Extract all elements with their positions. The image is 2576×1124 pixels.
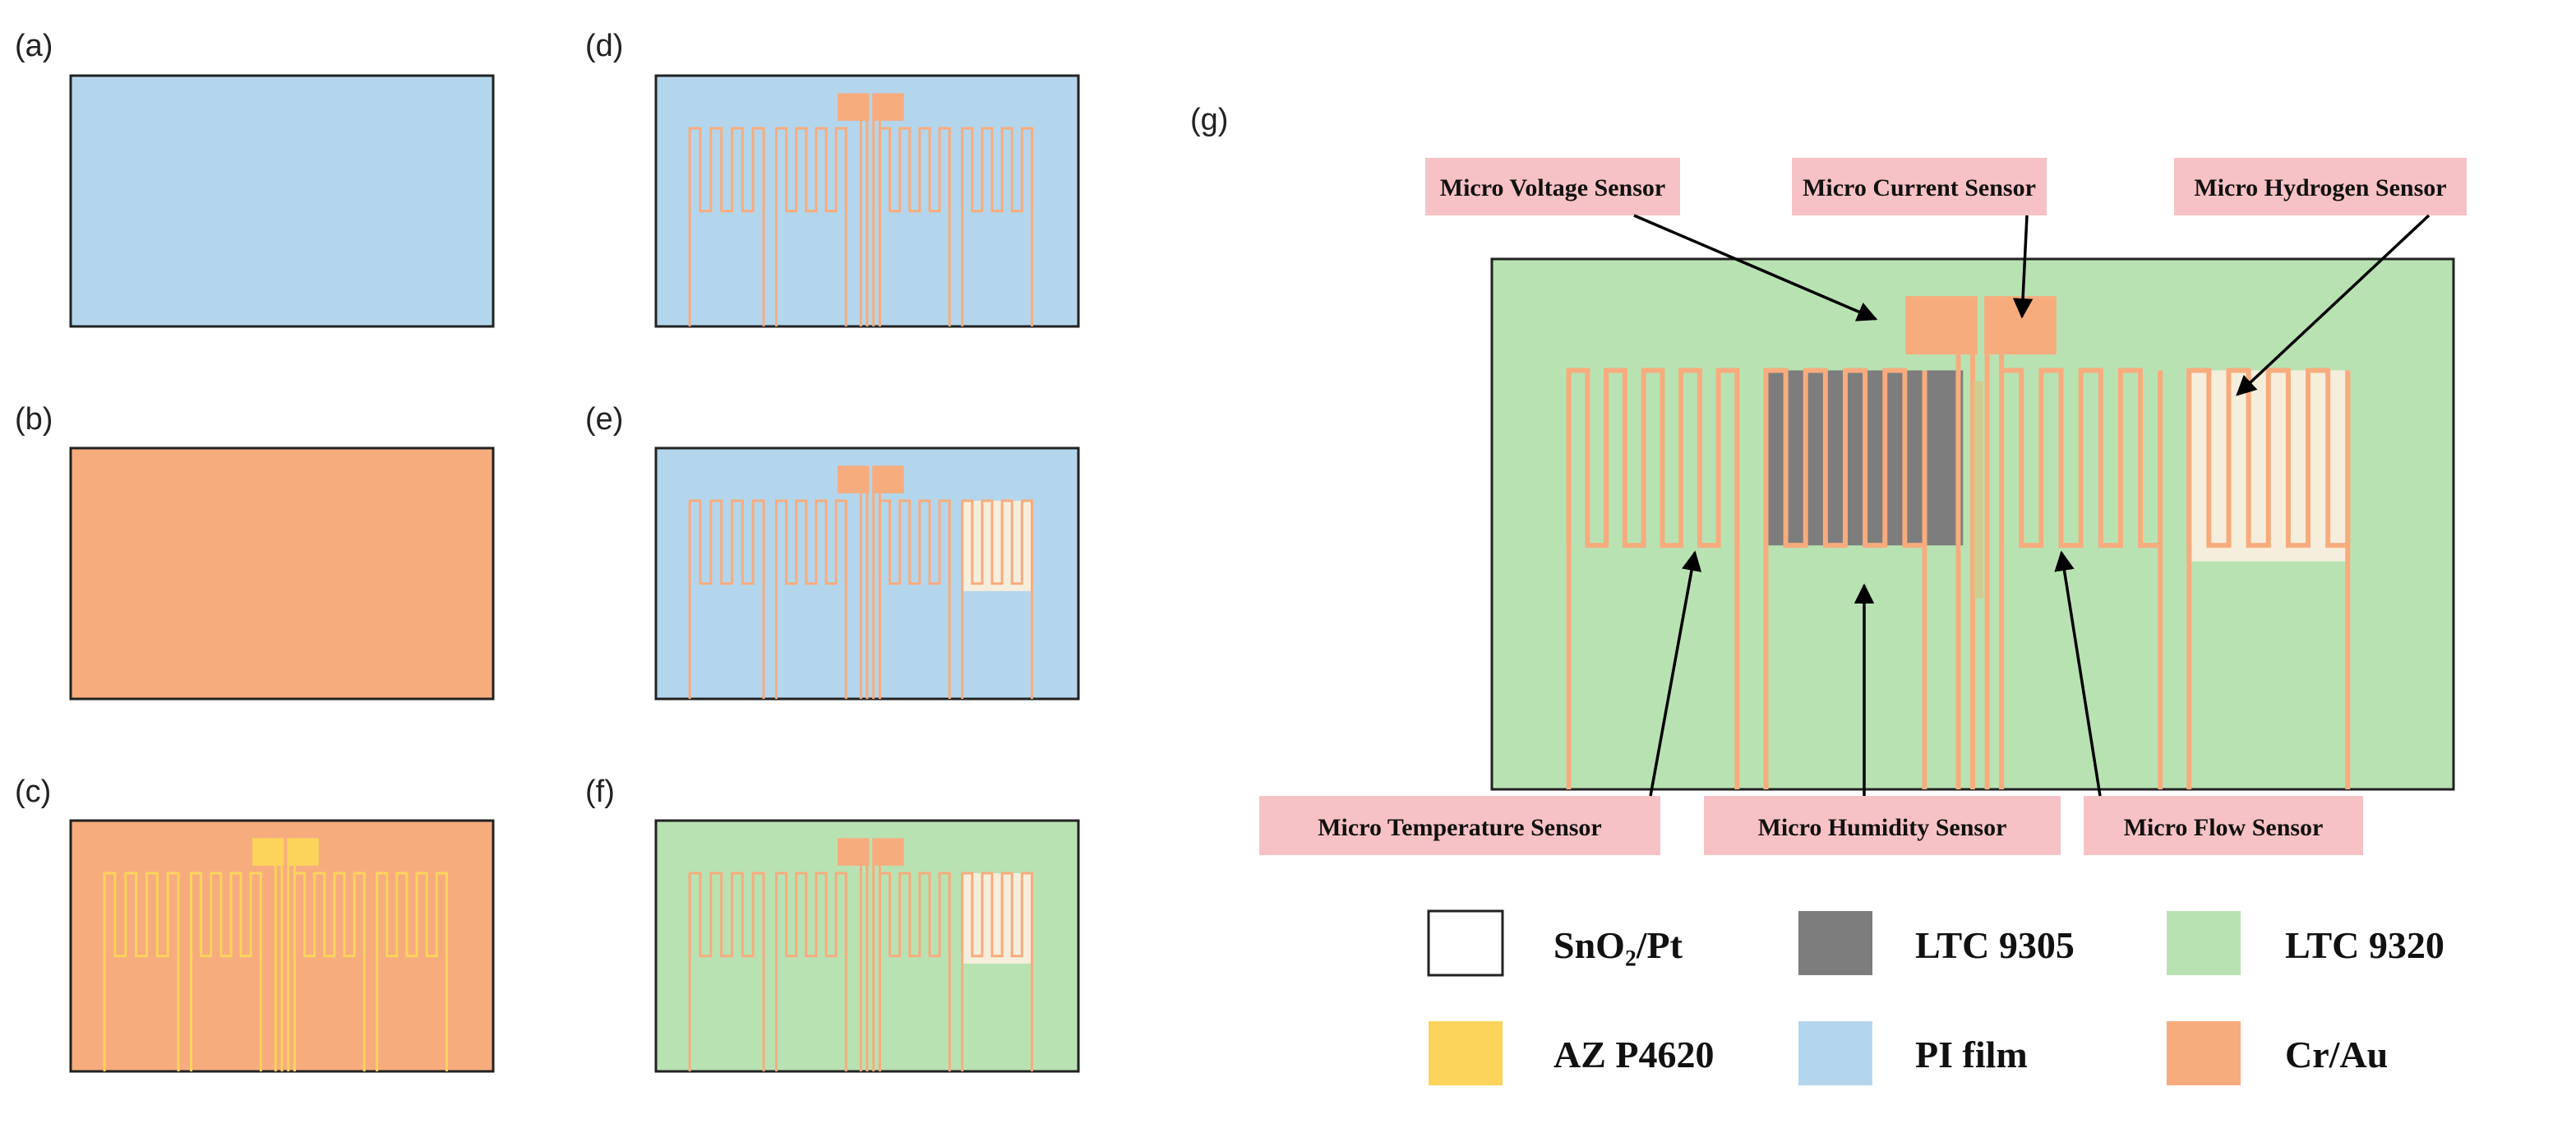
contact-pad-voltage bbox=[838, 93, 870, 121]
panel-label-g: (g) bbox=[1190, 103, 1228, 137]
contact-pad-voltage bbox=[838, 465, 870, 493]
callout-flow: Micro Flow Sensor bbox=[2084, 796, 2363, 855]
contact-pad-current bbox=[872, 838, 904, 866]
callout-current-label: Micro Current Sensor bbox=[1803, 174, 2036, 201]
arrow-flow bbox=[2054, 550, 2102, 797]
panel-label-a: (a) bbox=[15, 29, 53, 63]
panel-b-cr-au-layer bbox=[69, 446, 495, 701]
panel-d-cr-au-electrodes bbox=[688, 93, 1033, 326]
panel-label-e: (e) bbox=[585, 402, 623, 437]
meander-trace bbox=[293, 872, 366, 958]
meander-trace bbox=[878, 499, 951, 585]
meander-trace bbox=[961, 872, 1033, 958]
sno2-pt-layer bbox=[962, 501, 1032, 591]
panel-a-pi-film bbox=[69, 74, 495, 328]
panel-f-electrodes bbox=[688, 838, 1033, 1071]
meander-trace bbox=[2186, 368, 2351, 548]
panel-label-d: (d) bbox=[585, 29, 623, 63]
meander-trace bbox=[376, 872, 448, 958]
callout-flow-label: Micro Flow Sensor bbox=[2124, 814, 2324, 841]
meander-trace bbox=[688, 872, 765, 958]
legend-label-ltc9305: LTC 9305 bbox=[1915, 924, 2075, 966]
panel-c-az-p4620-pattern bbox=[103, 838, 448, 1071]
meander-trace bbox=[1763, 368, 1927, 548]
callout-humidity: Micro Humidity Sensor bbox=[1704, 796, 2061, 855]
sno2-pt-layer bbox=[962, 873, 1032, 964]
legend-swatch-pi-film bbox=[1798, 1021, 1872, 1085]
contact-pad-voltage bbox=[252, 838, 284, 866]
meander-trace bbox=[774, 499, 847, 585]
contact-pad-voltage bbox=[1905, 296, 1978, 355]
legend-label-sno2-pt: SnO₂/Pt bbox=[1553, 924, 1683, 966]
legend-label-ltc9320: LTC 9320 bbox=[2285, 924, 2444, 966]
center-coating bbox=[1974, 381, 1983, 599]
legend-swatch-cr-au bbox=[2167, 1021, 2241, 1085]
arrow-voltage bbox=[1633, 214, 1878, 321]
arrow-temperature bbox=[1649, 550, 1702, 797]
meander-trace bbox=[103, 872, 180, 958]
legend-swatch-ltc9320 bbox=[2167, 911, 2241, 975]
meander-trace bbox=[961, 499, 1033, 585]
legend-label-pi-film: PI film bbox=[1915, 1034, 2028, 1075]
legend-swatch-ltc9305 bbox=[1798, 911, 1872, 975]
legend-label-cr-au: Cr/Au bbox=[2285, 1034, 2388, 1075]
contact-pad-voltage bbox=[838, 838, 870, 866]
legend-swatch-az-p4620 bbox=[1429, 1021, 1503, 1085]
arrow-current bbox=[2012, 215, 2034, 319]
meander-trace bbox=[774, 872, 847, 958]
meander-trace bbox=[1999, 368, 2163, 548]
meander-trace bbox=[1566, 368, 1740, 548]
callout-voltage-label: Micro Voltage Sensor bbox=[1440, 174, 1665, 201]
meander-trace bbox=[878, 127, 951, 213]
callout-voltage: Micro Voltage Sensor bbox=[1425, 158, 1680, 215]
panel-label-f: (f) bbox=[585, 775, 615, 809]
callout-temperature: Micro Temperature Sensor bbox=[1259, 796, 1660, 855]
meander-trace bbox=[774, 127, 847, 213]
callout-current: Micro Current Sensor bbox=[1792, 158, 2047, 215]
contact-pad-current bbox=[287, 838, 319, 866]
meander-trace bbox=[878, 872, 951, 958]
meander-trace bbox=[189, 872, 262, 958]
meander-trace bbox=[688, 127, 765, 213]
contact-pad-current bbox=[1984, 296, 2057, 355]
contact-pad-current bbox=[872, 465, 904, 493]
panel-label-b: (b) bbox=[15, 402, 53, 437]
panel-e-electrodes-with-sno2 bbox=[688, 465, 1033, 699]
callout-temperature-label: Micro Temperature Sensor bbox=[1318, 814, 1602, 841]
panel-g-sensor-array bbox=[1566, 296, 2351, 789]
meander-trace bbox=[961, 127, 1033, 213]
legend-label-az-p4620: AZ P4620 bbox=[1553, 1034, 1715, 1075]
meander-trace bbox=[688, 499, 765, 585]
callout-hydrogen-label: Micro Hydrogen Sensor bbox=[2194, 174, 2446, 201]
legend-swatch-sno2-pt bbox=[1427, 909, 1504, 977]
legend: SnO₂/Pt LTC 9305 LTC 9320 AZ P4620 PI fi… bbox=[1427, 909, 2444, 1085]
arrow-hydrogen bbox=[2236, 214, 2431, 396]
panel-label-c: (c) bbox=[15, 775, 51, 809]
callout-hydrogen: Micro Hydrogen Sensor bbox=[2174, 158, 2467, 215]
contact-pad-current bbox=[872, 93, 904, 121]
callout-humidity-label: Micro Humidity Sensor bbox=[1758, 814, 2007, 841]
